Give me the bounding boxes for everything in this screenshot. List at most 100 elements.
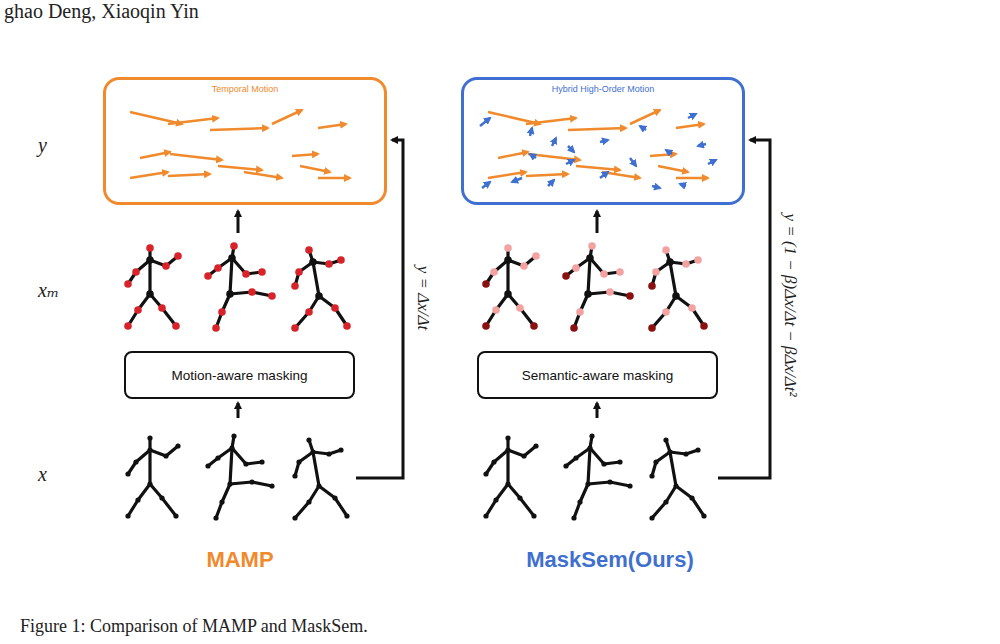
joint <box>135 497 140 502</box>
skeleton-figure <box>648 246 708 332</box>
motion-arrow <box>600 172 608 178</box>
bone <box>670 262 676 296</box>
motion-arrow <box>688 114 696 118</box>
method-name: MaskSem(Ours) <box>526 547 694 573</box>
joint <box>688 304 696 312</box>
joint <box>259 459 264 464</box>
joint <box>309 258 317 266</box>
joint <box>147 435 152 440</box>
joint <box>531 513 536 518</box>
motion-arrow <box>272 110 302 124</box>
joint <box>269 483 274 488</box>
joint <box>683 451 688 456</box>
motion-arrow <box>512 178 522 182</box>
skeletons <box>124 242 708 520</box>
joint <box>505 481 510 486</box>
joint <box>205 463 210 468</box>
masking-box: Semantic-aware masking <box>477 351 718 399</box>
formula-label: y = Δx/Δt <box>413 266 433 330</box>
motion-box: Hybrid High-Order Motion <box>461 77 745 205</box>
motion-arrow <box>244 172 282 178</box>
joint <box>491 459 496 464</box>
bone <box>138 484 150 500</box>
motion-arrow <box>652 186 660 188</box>
joint <box>174 252 182 260</box>
joint <box>146 290 154 298</box>
joint <box>305 308 313 316</box>
joint <box>649 473 654 478</box>
motion-arrow <box>548 180 554 186</box>
formula-label: y = (1 − β)Δx/Δt − βΔx/Δt² <box>780 213 800 396</box>
bone <box>676 486 692 498</box>
bone <box>610 482 630 486</box>
motion-arrow <box>640 126 646 130</box>
joint <box>649 515 654 520</box>
joint <box>132 268 140 276</box>
joint <box>242 270 250 278</box>
masking-box: Motion-aware masking <box>124 351 355 399</box>
motion-arrow <box>530 128 532 136</box>
joint <box>204 272 212 280</box>
joint <box>249 479 254 484</box>
joint <box>521 453 526 458</box>
bone <box>588 258 590 294</box>
joint <box>218 308 226 316</box>
bone <box>313 262 319 296</box>
joint <box>662 308 670 316</box>
joint <box>291 324 299 332</box>
skeleton-figure <box>563 433 632 520</box>
bone <box>506 450 509 484</box>
bone <box>128 500 138 516</box>
skeleton-figure <box>125 435 180 518</box>
joint <box>666 258 674 266</box>
joint <box>648 282 656 290</box>
joint <box>572 264 580 272</box>
joint <box>292 515 297 520</box>
joint <box>133 459 138 464</box>
motion-arrow <box>530 154 536 158</box>
skeleton-figure <box>124 244 182 330</box>
joint <box>268 292 276 300</box>
joint <box>337 256 345 264</box>
joint <box>344 513 349 518</box>
joint <box>248 288 256 296</box>
joint <box>493 497 498 502</box>
motion-arrow <box>650 154 676 156</box>
joint <box>616 268 624 276</box>
joint <box>226 290 234 298</box>
bone <box>486 500 496 516</box>
joint <box>146 244 154 252</box>
joint <box>585 481 590 486</box>
joint <box>673 483 678 488</box>
bone <box>150 484 162 498</box>
bone <box>230 258 232 294</box>
joint <box>662 246 670 254</box>
joint <box>626 292 634 300</box>
motion-arrow <box>566 160 574 164</box>
joint <box>577 499 582 504</box>
motion-arrow <box>482 182 490 188</box>
joint <box>316 483 321 488</box>
joint <box>230 242 238 250</box>
motion-arrow <box>218 166 262 170</box>
row-label: y <box>38 134 47 157</box>
joint <box>505 435 510 440</box>
joint <box>573 455 578 460</box>
joint <box>586 254 594 262</box>
motion-arrow <box>680 184 686 186</box>
joint <box>600 270 608 278</box>
joint <box>175 443 180 448</box>
motion-arrow <box>568 128 626 130</box>
joint <box>295 268 303 276</box>
skeleton-figure <box>482 244 540 330</box>
joint <box>663 499 668 504</box>
joint <box>533 443 538 448</box>
flow-arrows <box>238 140 770 478</box>
bone <box>692 498 704 516</box>
motion-arrow <box>708 160 716 164</box>
joint <box>146 256 154 264</box>
joint <box>562 272 570 280</box>
joint <box>571 515 576 520</box>
joint <box>227 481 232 486</box>
